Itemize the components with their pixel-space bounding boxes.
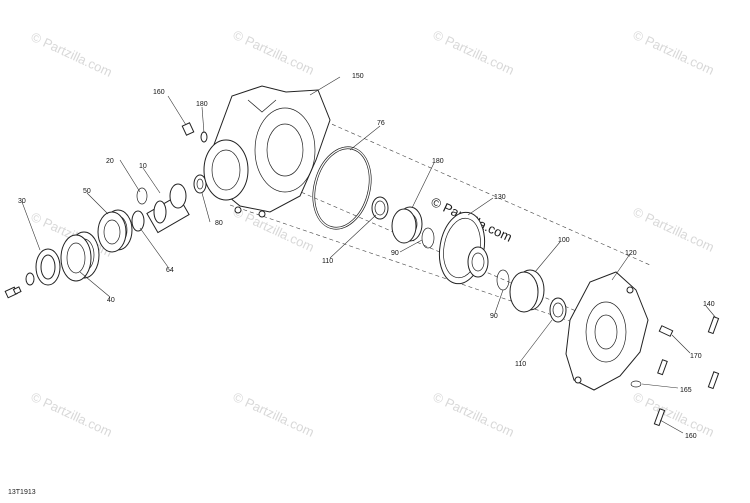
- callout-90-right: 90: [490, 313, 498, 320]
- watermark: © Partzilla.com: [631, 204, 717, 255]
- shim-part-90-right: [496, 269, 510, 291]
- watermark: © Partzilla.com: [631, 27, 717, 78]
- seal-part-30: [35, 248, 61, 286]
- bearing-part-180-mid: [391, 206, 423, 244]
- watermark: © Partzilla.com: [631, 389, 717, 440]
- callout-20: 20: [106, 158, 114, 165]
- vent-part-170: [658, 325, 674, 337]
- callout-40: 40: [107, 297, 115, 304]
- seal-part-110-right: [549, 297, 567, 323]
- callout-165: 165: [680, 387, 692, 394]
- callout-150: 150: [352, 73, 364, 80]
- seal-part-110-left: [371, 196, 389, 220]
- bolt-part-mid: [657, 359, 668, 376]
- shim-part-90-left: [421, 227, 435, 249]
- callout-76: 76: [377, 120, 385, 127]
- callout-50: 50: [83, 188, 91, 195]
- callout-160-bottom: 160: [685, 433, 697, 440]
- housing-part-150: [203, 85, 331, 218]
- bearing-part-50: [97, 209, 133, 253]
- callout-180: 180: [196, 101, 208, 108]
- bolt-part-160-top: [181, 122, 195, 136]
- callout-110: 110: [322, 258, 333, 265]
- callout-64: 64: [166, 267, 174, 274]
- callout-100: 100: [558, 237, 570, 244]
- watermark: © Partzilla.com: [231, 204, 317, 255]
- watermark: © Partzilla.com: [431, 389, 517, 440]
- callout-110-right: 110: [515, 361, 526, 368]
- callout-30: 30: [18, 198, 26, 205]
- callout-130: 130: [494, 194, 506, 201]
- watermark: © Partzilla.com: [431, 27, 517, 78]
- callout-140: 140: [703, 301, 715, 308]
- bolt-part-140-lower: [707, 371, 720, 390]
- leader-lines: [21, 76, 717, 434]
- bolt-part-160-bottom: [653, 408, 666, 427]
- callout-80: 80: [215, 220, 223, 227]
- diagram-reference-code: 13T1913: [8, 489, 36, 496]
- watermark: © Partzilla.com: [29, 29, 115, 80]
- watermark: © Partzilla.com: [231, 27, 317, 78]
- bearing-part-100: [509, 269, 545, 313]
- bolt-part: [4, 286, 22, 299]
- snap-ring-part-20: [136, 187, 148, 205]
- ring-part-64: [131, 210, 145, 232]
- callout-160: 160: [153, 89, 165, 96]
- watermark: © Partzilla.com: [231, 389, 317, 440]
- washer-part: [25, 272, 35, 286]
- callout-10: 10: [139, 163, 147, 170]
- washer-part-165: [630, 380, 642, 388]
- callout-labels: 150 160 180 76 20 10 180 130 50 30 80 90…: [18, 73, 715, 440]
- callout-170: 170: [690, 353, 702, 360]
- callout-180-mid: 180: [432, 158, 444, 165]
- assembly-axis-lines: [229, 109, 651, 346]
- watermark: © Partzilla.com: [29, 389, 115, 440]
- bolt-part-140: [707, 316, 720, 335]
- washer-part-180-top: [200, 131, 208, 143]
- nut-part-40: [60, 231, 100, 282]
- pinion-shaft-part-10: [146, 183, 190, 234]
- callout-90: 90: [391, 250, 399, 257]
- cover-part-120: [565, 271, 649, 391]
- ring-gear-part-130: [438, 211, 489, 285]
- callout-120: 120: [625, 250, 637, 257]
